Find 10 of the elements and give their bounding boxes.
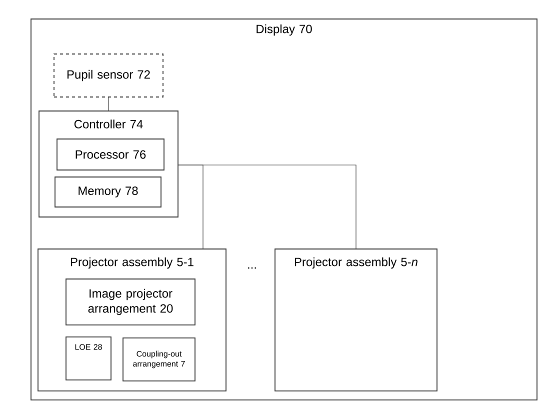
sensor-box: Pupil sensor 72 <box>54 54 164 98</box>
memory-box: Memory 78 <box>54 176 162 208</box>
ellipsis: ... <box>248 267 256 269</box>
coupling-box: Coupling-out arrangement 7 <box>122 338 196 382</box>
connector-line <box>178 164 356 249</box>
connector-line <box>108 97 109 111</box>
processor-box: Processor 76 <box>56 138 164 170</box>
projector-box: Image projector arrangement 20 <box>66 278 196 326</box>
assembly-box: Projector assembly 5-n <box>274 248 438 392</box>
element-box: LOE 28 <box>66 336 112 380</box>
